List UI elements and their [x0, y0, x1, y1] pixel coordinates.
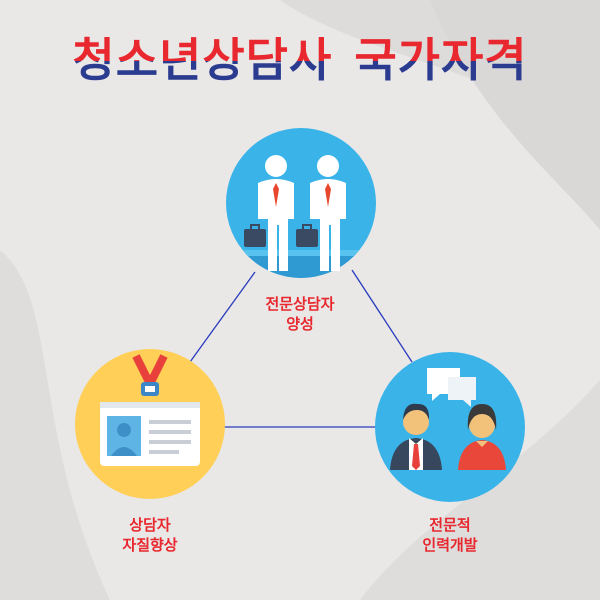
node-left-circle: [75, 349, 225, 499]
node-top-label: 전문상담자 양성: [230, 294, 370, 334]
node-left-label-line1: 상담자: [129, 516, 171, 534]
node-top-label-line2: 양성: [286, 315, 314, 333]
node-right-label-line1: 전문적: [429, 516, 471, 534]
id-badge-icon: [100, 354, 200, 466]
node-left-label: 상담자 자질향상: [80, 515, 220, 555]
node-top-label-line1: 전문상담자: [265, 295, 335, 313]
counselor-conversation-icon: [390, 368, 506, 470]
edge-top-left: [189, 271, 256, 363]
node-right-label: 전문적 인력개발: [380, 515, 520, 555]
businessmen-with-briefcases-icon: [244, 155, 346, 271]
title-part-2: 국가자격: [354, 33, 528, 87]
node-top-circle: [226, 128, 376, 278]
page-title: 청소년상담사 국가자격: [0, 28, 600, 92]
node-right-label-line2: 인력개발: [422, 536, 478, 554]
node-right-circle: [375, 352, 525, 502]
edge-top-right: [351, 269, 413, 363]
node-left-label-line2: 자질향상: [122, 536, 178, 554]
title-part-1: 청소년상담사: [72, 33, 333, 87]
